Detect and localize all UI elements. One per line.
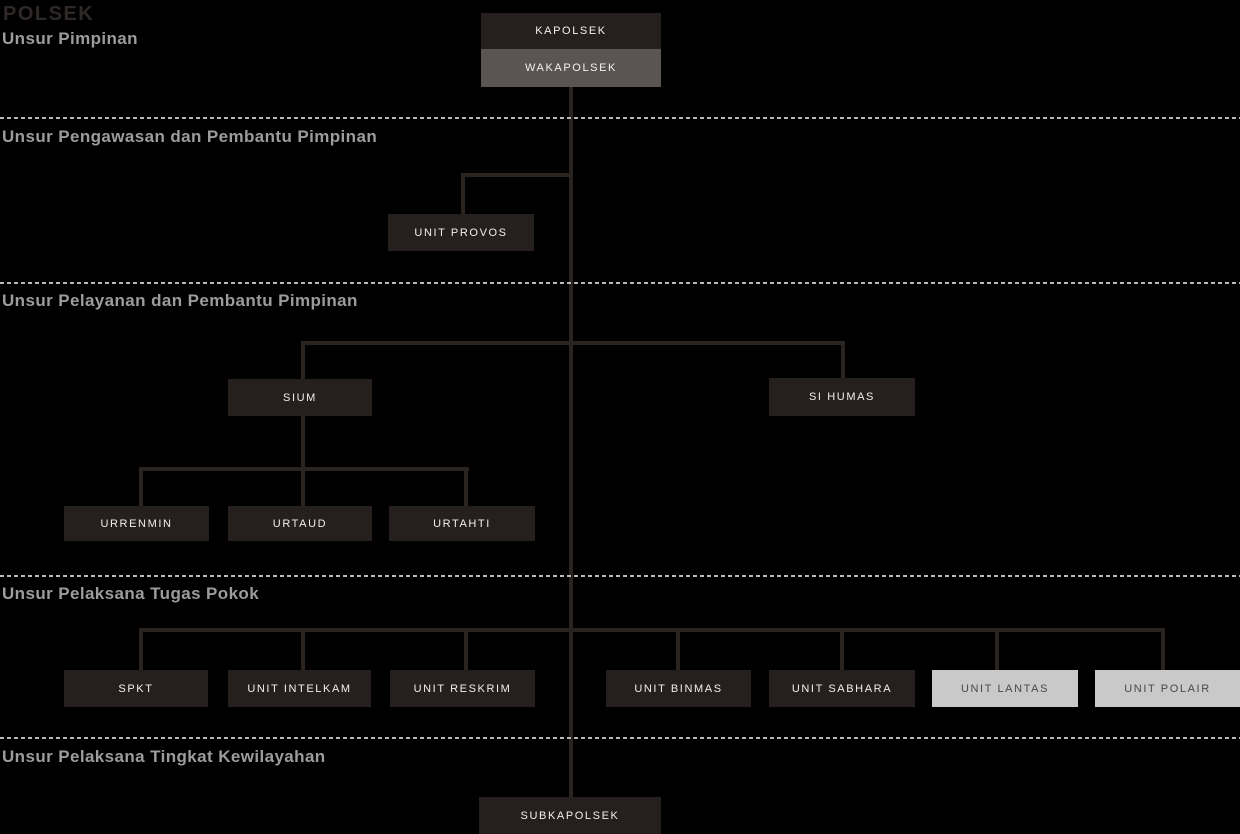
- node-subkapolsek: SUBKAPOLSEK: [479, 797, 661, 834]
- section-label-tugas-pokok: Unsur Pelaksana Tugas Pokok: [2, 584, 260, 603]
- connector-intelkam-drop: [301, 628, 305, 670]
- section-divider-pelayanan: [0, 282, 1240, 284]
- connector-pelayanan-horizontal: [301, 341, 845, 345]
- connector-provos-horizontal: [461, 173, 573, 177]
- connector-reskrim-drop: [464, 628, 468, 670]
- section-label-kewilayahan: Unsur Pelaksana Tingkat Kewilayahan: [2, 747, 326, 766]
- node-kapolsek: KAPOLSEK: [481, 13, 661, 49]
- connector-tugas-horizontal: [139, 628, 1165, 632]
- section-divider-tugas-pokok: [0, 575, 1240, 577]
- section-label-pimpinan: Unsur Pimpinan: [2, 29, 138, 48]
- section-label-pengawasan: Unsur Pengawasan dan Pembantu Pimpinan: [2, 127, 378, 146]
- section-divider-kewilayahan: [0, 737, 1240, 739]
- connector-binmas-drop: [676, 628, 680, 670]
- connector-urtaud-drop: [301, 467, 305, 506]
- connector-sabhara-drop: [840, 628, 844, 670]
- node-unit-sabhara: UNIT SABHARA: [769, 670, 915, 707]
- connector-lantas-drop: [995, 628, 999, 670]
- node-unit-reskrim: UNIT RESKRIM: [390, 670, 535, 707]
- node-spkt: SPKT: [64, 670, 208, 707]
- connector-spkt-drop: [139, 628, 143, 670]
- node-unit-lantas: UNIT LANTAS: [932, 670, 1078, 707]
- page-title: POLSEK: [3, 3, 95, 25]
- connector-sium-drop: [301, 341, 305, 379]
- connector-center-vertical: [569, 86, 573, 797]
- connector-urrenmin-drop: [139, 467, 143, 506]
- node-urtaud: URTAUD: [228, 506, 372, 541]
- section-divider-pengawasan: [0, 117, 1240, 119]
- node-urtahti: URTAHTI: [389, 506, 535, 541]
- connector-sihumas-drop: [841, 341, 845, 378]
- connector-urtahti-drop: [464, 467, 468, 506]
- node-unit-intelkam: UNIT INTELKAM: [228, 670, 371, 707]
- node-urrenmin: URRENMIN: [64, 506, 209, 541]
- node-unit-binmas: UNIT BINMAS: [606, 670, 751, 707]
- section-label-pelayanan: Unsur Pelayanan dan Pembantu Pimpinan: [2, 291, 358, 310]
- node-wakapolsek: WAKAPOLSEK: [481, 49, 661, 87]
- node-si-humas: SI HUMAS: [769, 378, 915, 416]
- connector-polair-drop: [1161, 628, 1165, 670]
- connector-sium-stem: [301, 416, 305, 469]
- node-unit-provos: UNIT PROVOS: [388, 214, 534, 251]
- connector-provos-drop: [461, 173, 465, 214]
- node-sium: SIUM: [228, 379, 372, 416]
- node-unit-polair: UNIT POLAIR: [1095, 670, 1240, 707]
